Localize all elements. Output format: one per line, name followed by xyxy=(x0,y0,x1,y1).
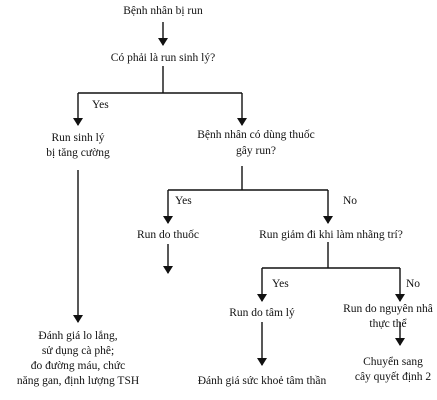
node-drug-tremor: Run do thuốc xyxy=(137,229,199,241)
node-physiologic-line2: bị tăng cường xyxy=(46,147,110,159)
node-evaluation-line4: năng gan, định lượng TSH xyxy=(16,375,140,387)
node-question-drug-line1: Bệnh nhân có dùng thuốc xyxy=(197,129,315,141)
node-question-physiologic: Có phải là run sinh lý? xyxy=(110,52,216,64)
node-evaluation-line1: Đánh giá lo lắng, xyxy=(38,330,118,342)
node-mental-health: Đánh giá sức khoẻ tâm thần xyxy=(197,375,327,387)
node-question-drug-line2: gây run? xyxy=(236,145,276,157)
node-transfer-line1: Chuyển sang xyxy=(363,356,423,368)
branch-label-no-2: No xyxy=(343,195,358,207)
branch-label-no-3: No xyxy=(406,278,421,290)
node-transfer-line2: cây quyết định 2 xyxy=(354,371,432,383)
node-root: Bệnh nhân bị run xyxy=(123,5,203,17)
node-evaluation-line2: sử dụng cà phê; xyxy=(41,345,115,357)
node-organic-line1: Run do nguyên nhâ xyxy=(343,303,433,315)
node-psychogenic: Run do tâm lý xyxy=(229,307,295,319)
node-organic-line2: thực thể xyxy=(369,318,407,330)
node-evaluation-line3: đo đường máu, chức xyxy=(30,360,126,372)
branch-label-yes-2: Yes xyxy=(175,195,192,207)
node-physiologic-line1: Run sinh lý xyxy=(51,132,105,144)
branch-label-yes-3: Yes xyxy=(272,278,289,290)
node-question-distraction: Run giảm đi khi làm nhãng trí? xyxy=(259,229,403,241)
branch-label-yes-1: Yes xyxy=(92,99,109,111)
